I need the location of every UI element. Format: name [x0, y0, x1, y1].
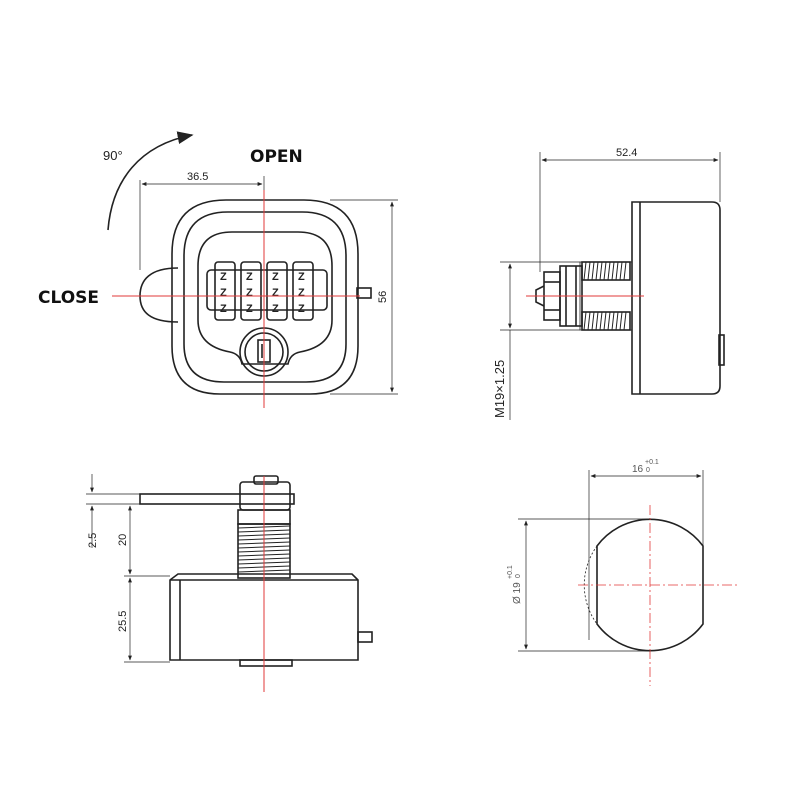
dial-2-digit-top: Z	[246, 271, 253, 283]
cutout-view: 16 +0.1 0 Ø 19 +0.1 0	[507, 459, 740, 686]
dim-front-width: 36.5	[187, 171, 208, 183]
side-pin	[356, 287, 372, 299]
dim-body-height: 25.5	[117, 611, 129, 632]
face-plate	[197, 231, 333, 365]
dial-3-digit-mid: Z	[272, 287, 279, 299]
dial-4[interactable]: Z Z Z	[292, 261, 314, 321]
dim-cylinder-length: 20	[117, 534, 129, 546]
dim-cut-diameter: Ø 19	[512, 582, 523, 604]
side-threads-top	[581, 261, 631, 281]
dial-1-digit-bot: Z	[220, 303, 227, 315]
dim-flat-width-tol-lower: 0	[646, 467, 650, 474]
dial-3[interactable]: Z Z Z	[266, 261, 288, 321]
lock-body-inner	[183, 211, 347, 383]
dial-3-digit-top: Z	[272, 271, 279, 283]
dim-plate-thickness: 2.5	[87, 533, 99, 548]
dim-thread: M19×1.25	[492, 360, 507, 418]
dial-4-digit-mid: Z	[298, 287, 305, 299]
dial-2[interactable]: Z Z Z	[240, 261, 262, 321]
dial-4-digit-top: Z	[298, 271, 305, 283]
close-label: CLOSE	[38, 288, 99, 308]
rotation-arrow	[107, 131, 194, 231]
dial-1-digit-top: Z	[220, 271, 227, 283]
dial-1[interactable]: Z Z Z	[214, 261, 236, 321]
dial-4-digit-bot: Z	[298, 303, 305, 315]
open-label: OPEN	[250, 147, 303, 167]
lock-body-outer	[171, 199, 359, 395]
side-body	[631, 201, 721, 395]
dial-3-digit-bot: Z	[272, 303, 279, 315]
side-threads-bottom	[581, 311, 631, 331]
dim-side-depth: 52.4	[616, 147, 637, 159]
bottom-view: 2.5 20 25.5	[86, 474, 373, 692]
dial-2-digit-bot: Z	[246, 303, 253, 315]
front-view: 90° OPEN CLOSE Z Z Z Z Z Z Z	[38, 131, 398, 408]
cam-plate	[139, 493, 295, 505]
dim-cut-diameter-tol-lower: 0	[515, 574, 522, 578]
cutout-shape	[596, 518, 704, 652]
dial-1-digit-mid: Z	[220, 287, 227, 299]
cam-nut	[239, 481, 291, 511]
dim-flat-width: 16	[632, 464, 644, 475]
rotation-angle-label: 90°	[103, 148, 123, 163]
dial-2-digit-mid: Z	[246, 287, 253, 299]
side-view: 52.4 M19×1.25	[492, 147, 725, 420]
dim-front-height: 56	[377, 291, 389, 303]
dim-flat-width-tol-upper: +0.1	[645, 459, 659, 466]
dim-cut-diameter-tol-upper: +0.1	[507, 565, 514, 579]
